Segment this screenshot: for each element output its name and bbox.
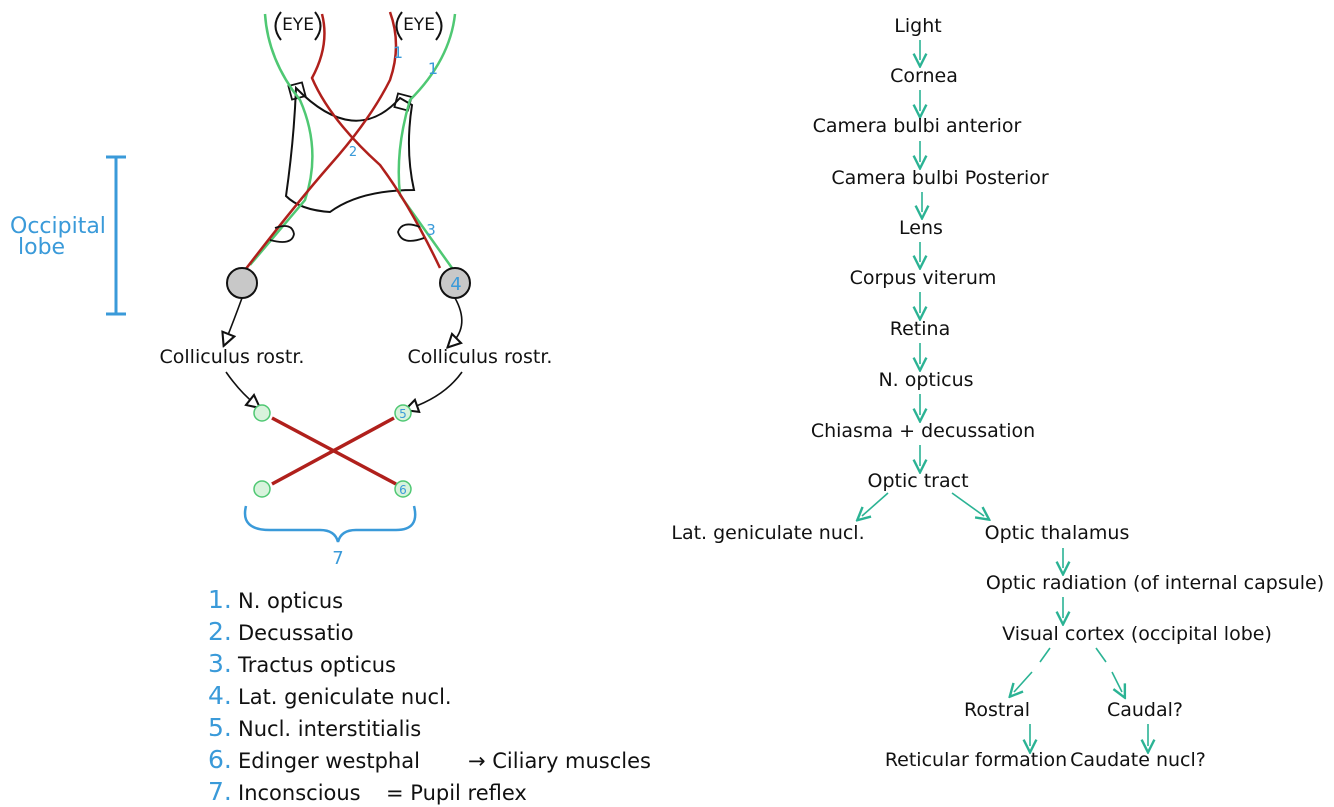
lateral-geniculate-left [226, 267, 258, 299]
legend-num-5: 5. [208, 713, 232, 742]
flow-light: Light [894, 15, 941, 37]
legend-text-7: Inconscious [238, 781, 361, 805]
legend: 1. N. opticus 2. Decussatio 3. Tractus o… [208, 585, 651, 806]
arrow-colliculus-right-to-nucleus [411, 371, 463, 408]
flow-arrow-tract-to-thalamus [951, 492, 984, 516]
occipital-lobe-bracket [106, 155, 126, 316]
legend-num-3: 3. [208, 649, 232, 678]
legend-num-2: 2. [208, 617, 232, 646]
legend-text-5: Nucl. interstitialis [238, 717, 421, 741]
flow-arrow-to-caudal [1095, 647, 1122, 692]
colliculus-right-label: Colliculus rostr. [408, 346, 553, 368]
flow-n-opticus: N. opticus [878, 369, 973, 391]
flow-arrow-tract-to-lgn [862, 492, 889, 516]
legend-text-1: N. opticus [238, 589, 343, 613]
eye-left: EYE [274, 11, 322, 41]
flowchart: Light Cornea Camera bulbi anterior Camer… [671, 15, 1324, 771]
interstitial-nucleus-left [253, 404, 271, 422]
eye-left-label: EYE [282, 15, 314, 35]
tract-loop-right [397, 223, 425, 242]
flow-lens: Lens [899, 217, 943, 239]
flow-arrow-to-rostral [1014, 647, 1051, 692]
flow-optic-thalamus: Optic thalamus [985, 522, 1130, 544]
label-num-5: 5 [399, 407, 407, 421]
flow-optic-tract: Optic tract [867, 470, 968, 492]
colliculus-left-label: Colliculus rostr. [160, 346, 305, 368]
legend-num-1: 1. [208, 585, 232, 614]
legend-text-3: Tractus opticus [237, 653, 396, 677]
eye-right-label: EYE [403, 15, 435, 35]
legend-text-4: Lat. geniculate nucl. [238, 685, 452, 709]
legend-text-6: Edinger westphal [238, 749, 420, 773]
flow-reticular: Reticular formation [885, 749, 1067, 771]
eye-right: EYE [395, 11, 443, 41]
flow-camera-anterior: Camera bulbi anterior [813, 115, 1022, 137]
interstitial-nucleus-right [394, 404, 412, 422]
flow-retina: Retina [890, 318, 950, 340]
green-fiber-left [249, 13, 314, 266]
edinger-westphal-left [253, 480, 271, 498]
arrow-lgn-to-colliculus-right [452, 297, 462, 343]
legend-num-7: 7. [208, 777, 232, 806]
flow-cornea: Cornea [890, 65, 958, 87]
flow-caudal: Caudal? [1107, 699, 1183, 721]
arrow-colliculus-left-to-nucleus [225, 371, 255, 404]
label-num-6: 6 [399, 483, 407, 497]
flow-rostral: Rostral [964, 699, 1030, 721]
label-num-4: 4 [450, 274, 461, 295]
label-num-3: 3 [426, 221, 436, 239]
legend-num-4: 4. [208, 681, 232, 710]
occipital-lobe-label: Occipital lobe [10, 214, 113, 260]
flow-visual-cortex: Visual cortex (occipital lobe) [1002, 623, 1272, 645]
tract-loop-left [269, 225, 295, 243]
legend-note-ciliary: → Ciliary muscles [468, 749, 651, 773]
flow-optic-radiation: Optic radiation (of internal capsule) [986, 572, 1324, 594]
flow-chiasma: Chiasma + decussation [811, 420, 1035, 442]
red-cross-2 [271, 416, 395, 486]
legend-note-pupil: = Pupil reflex [386, 781, 527, 805]
flow-lat-geniculate: Lat. geniculate nucl. [671, 522, 864, 544]
label-num-7: 7 [332, 548, 343, 569]
flow-camera-posterior: Camera bulbi Posterior [831, 167, 1049, 189]
brace-7 [243, 505, 417, 543]
legend-text-2: Decussatio [238, 621, 354, 645]
flow-caudate: Caudate nucl? [1070, 749, 1206, 771]
green-fiber-right [397, 13, 457, 269]
red-fiber-right-eye [244, 11, 398, 271]
label-num-1: 1 [393, 43, 403, 62]
edinger-westphal-right [394, 480, 412, 498]
chiasm-outline [284, 85, 416, 214]
red-fiber-left-eye [310, 13, 442, 269]
label-num-2: 2 [349, 145, 357, 160]
legend-num-6: 6. [208, 745, 232, 774]
flow-corpus: Corpus viterum [850, 267, 997, 289]
arrow-lgn-to-colliculus-left [226, 297, 243, 340]
label-num-1b: 1 [428, 59, 438, 78]
